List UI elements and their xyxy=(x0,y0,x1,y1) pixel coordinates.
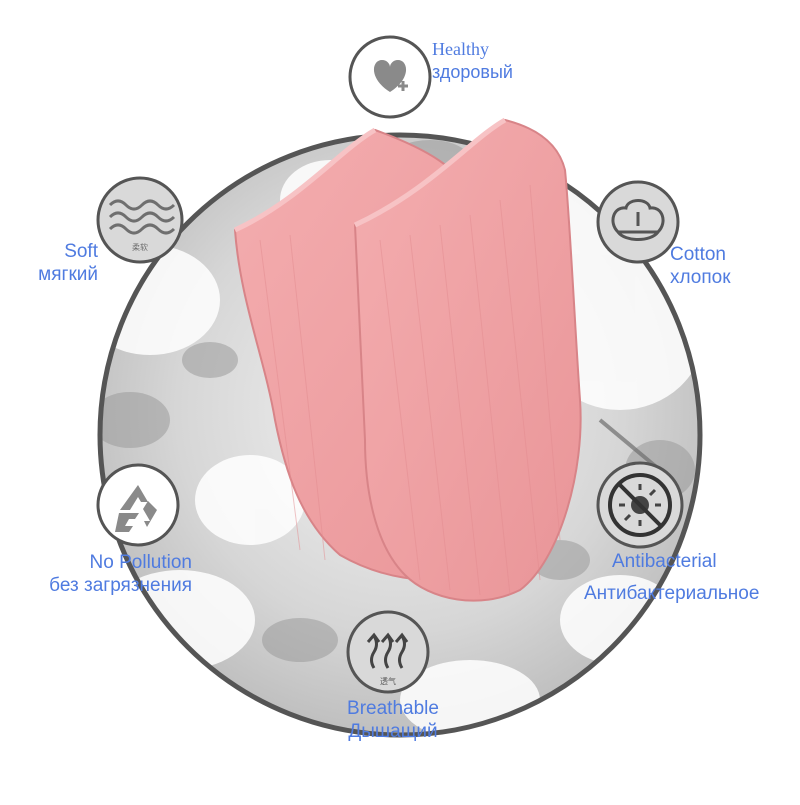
soft-icon-caption: 柔软 xyxy=(132,242,148,252)
soft-label-en: Soft xyxy=(64,241,98,262)
heart-plus-icon xyxy=(373,60,408,92)
no-pollution-label-ru: без загрязнения xyxy=(49,575,192,596)
healthy-feature-badge xyxy=(348,35,432,119)
antibacterial-feature-badge xyxy=(596,461,684,549)
healthy-label: Healthy здоровый xyxy=(432,38,513,84)
feature-ring xyxy=(97,132,703,738)
no-pollution-label-en: No Pollution xyxy=(89,552,192,573)
no-pollution-feature-badge xyxy=(96,463,180,547)
waves-icon xyxy=(108,199,176,235)
airflow-arrows-icon xyxy=(366,632,409,669)
pink-socks-image xyxy=(233,117,582,602)
no-bacteria-icon xyxy=(608,473,672,537)
cotton-boll-icon xyxy=(611,199,665,241)
recycle-icon xyxy=(115,485,157,532)
healthy-label-ru: здоровый xyxy=(432,62,513,82)
breathable-label: Breathable Дышащий xyxy=(320,697,466,743)
soft-label-ru: мягкий xyxy=(38,264,98,285)
cotton-feature-badge xyxy=(596,180,680,264)
cotton-label-en: Cotton xyxy=(670,244,726,265)
breathable-label-en: Breathable xyxy=(347,698,439,719)
cotton-label-ru: хлопок xyxy=(670,267,731,288)
breathable-feature-badge: 透气 xyxy=(346,610,430,694)
soft-label: Soft мягкий xyxy=(38,240,98,286)
no-pollution-label: No Pollution без загрязнения xyxy=(49,551,192,597)
antibacterial-label: Antibacterial Антибактериальное xyxy=(584,550,759,605)
soft-feature-badge: 柔软 xyxy=(96,176,184,264)
breathable-icon-caption: 透气 xyxy=(380,676,396,686)
healthy-label-en: Healthy xyxy=(432,39,489,59)
breathable-label-ru: Дышащий xyxy=(348,721,438,742)
antibacterial-label-en: Antibacterial xyxy=(612,551,717,572)
antibacterial-label-ru: Антибактериальное xyxy=(584,583,760,604)
cotton-label: Cotton хлопок xyxy=(670,243,731,289)
